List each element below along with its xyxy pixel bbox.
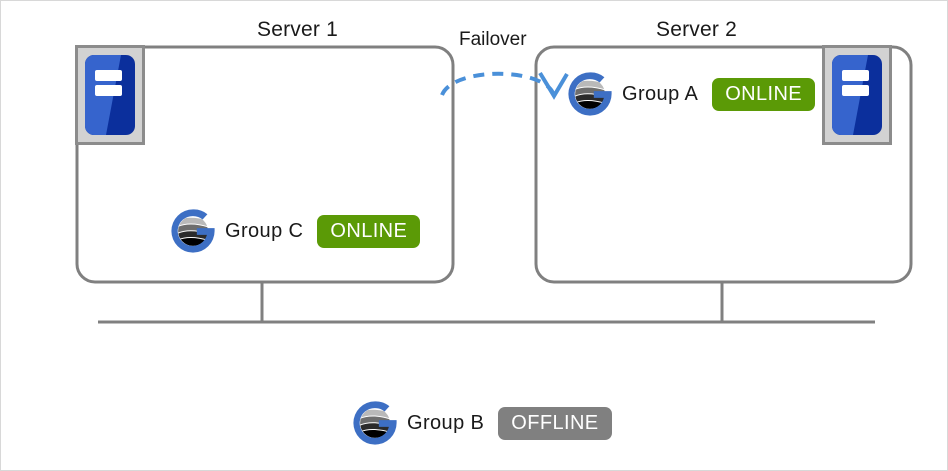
group-globe-icon: [351, 399, 399, 447]
server-chassis: [85, 55, 135, 135]
server-appliance-icon: [822, 45, 892, 145]
server-slot-bar: [95, 70, 122, 81]
server-slot-bar: [95, 85, 122, 96]
group-b-status-badge: OFFLINE: [498, 406, 612, 440]
group-globe-icon: [566, 70, 614, 118]
group-c-status-badge: ONLINE: [317, 214, 421, 248]
server-2-title: Server 2: [656, 18, 737, 41]
group-row-b: Group B OFFLINE: [351, 399, 612, 447]
group-c-label: Group C: [225, 219, 304, 242]
server-slot-bar: [842, 70, 869, 81]
server-chassis: [832, 55, 882, 135]
group-a-status-badge: ONLINE: [712, 77, 816, 111]
failover-arrow: [440, 71, 555, 97]
group-globe-icon: [169, 207, 217, 255]
failover-label: Failover: [459, 29, 527, 50]
group-b-label: Group B: [407, 411, 485, 434]
failover-arrowhead-icon: [538, 71, 569, 100]
server-appliance-icon: [75, 45, 145, 145]
server-1-title: Server 1: [257, 18, 338, 41]
server-slot-bar: [842, 85, 869, 96]
group-row-a: Group A ONLINE: [566, 70, 816, 118]
group-row-c: Group C ONLINE: [169, 207, 421, 255]
group-a-label: Group A: [622, 82, 699, 105]
